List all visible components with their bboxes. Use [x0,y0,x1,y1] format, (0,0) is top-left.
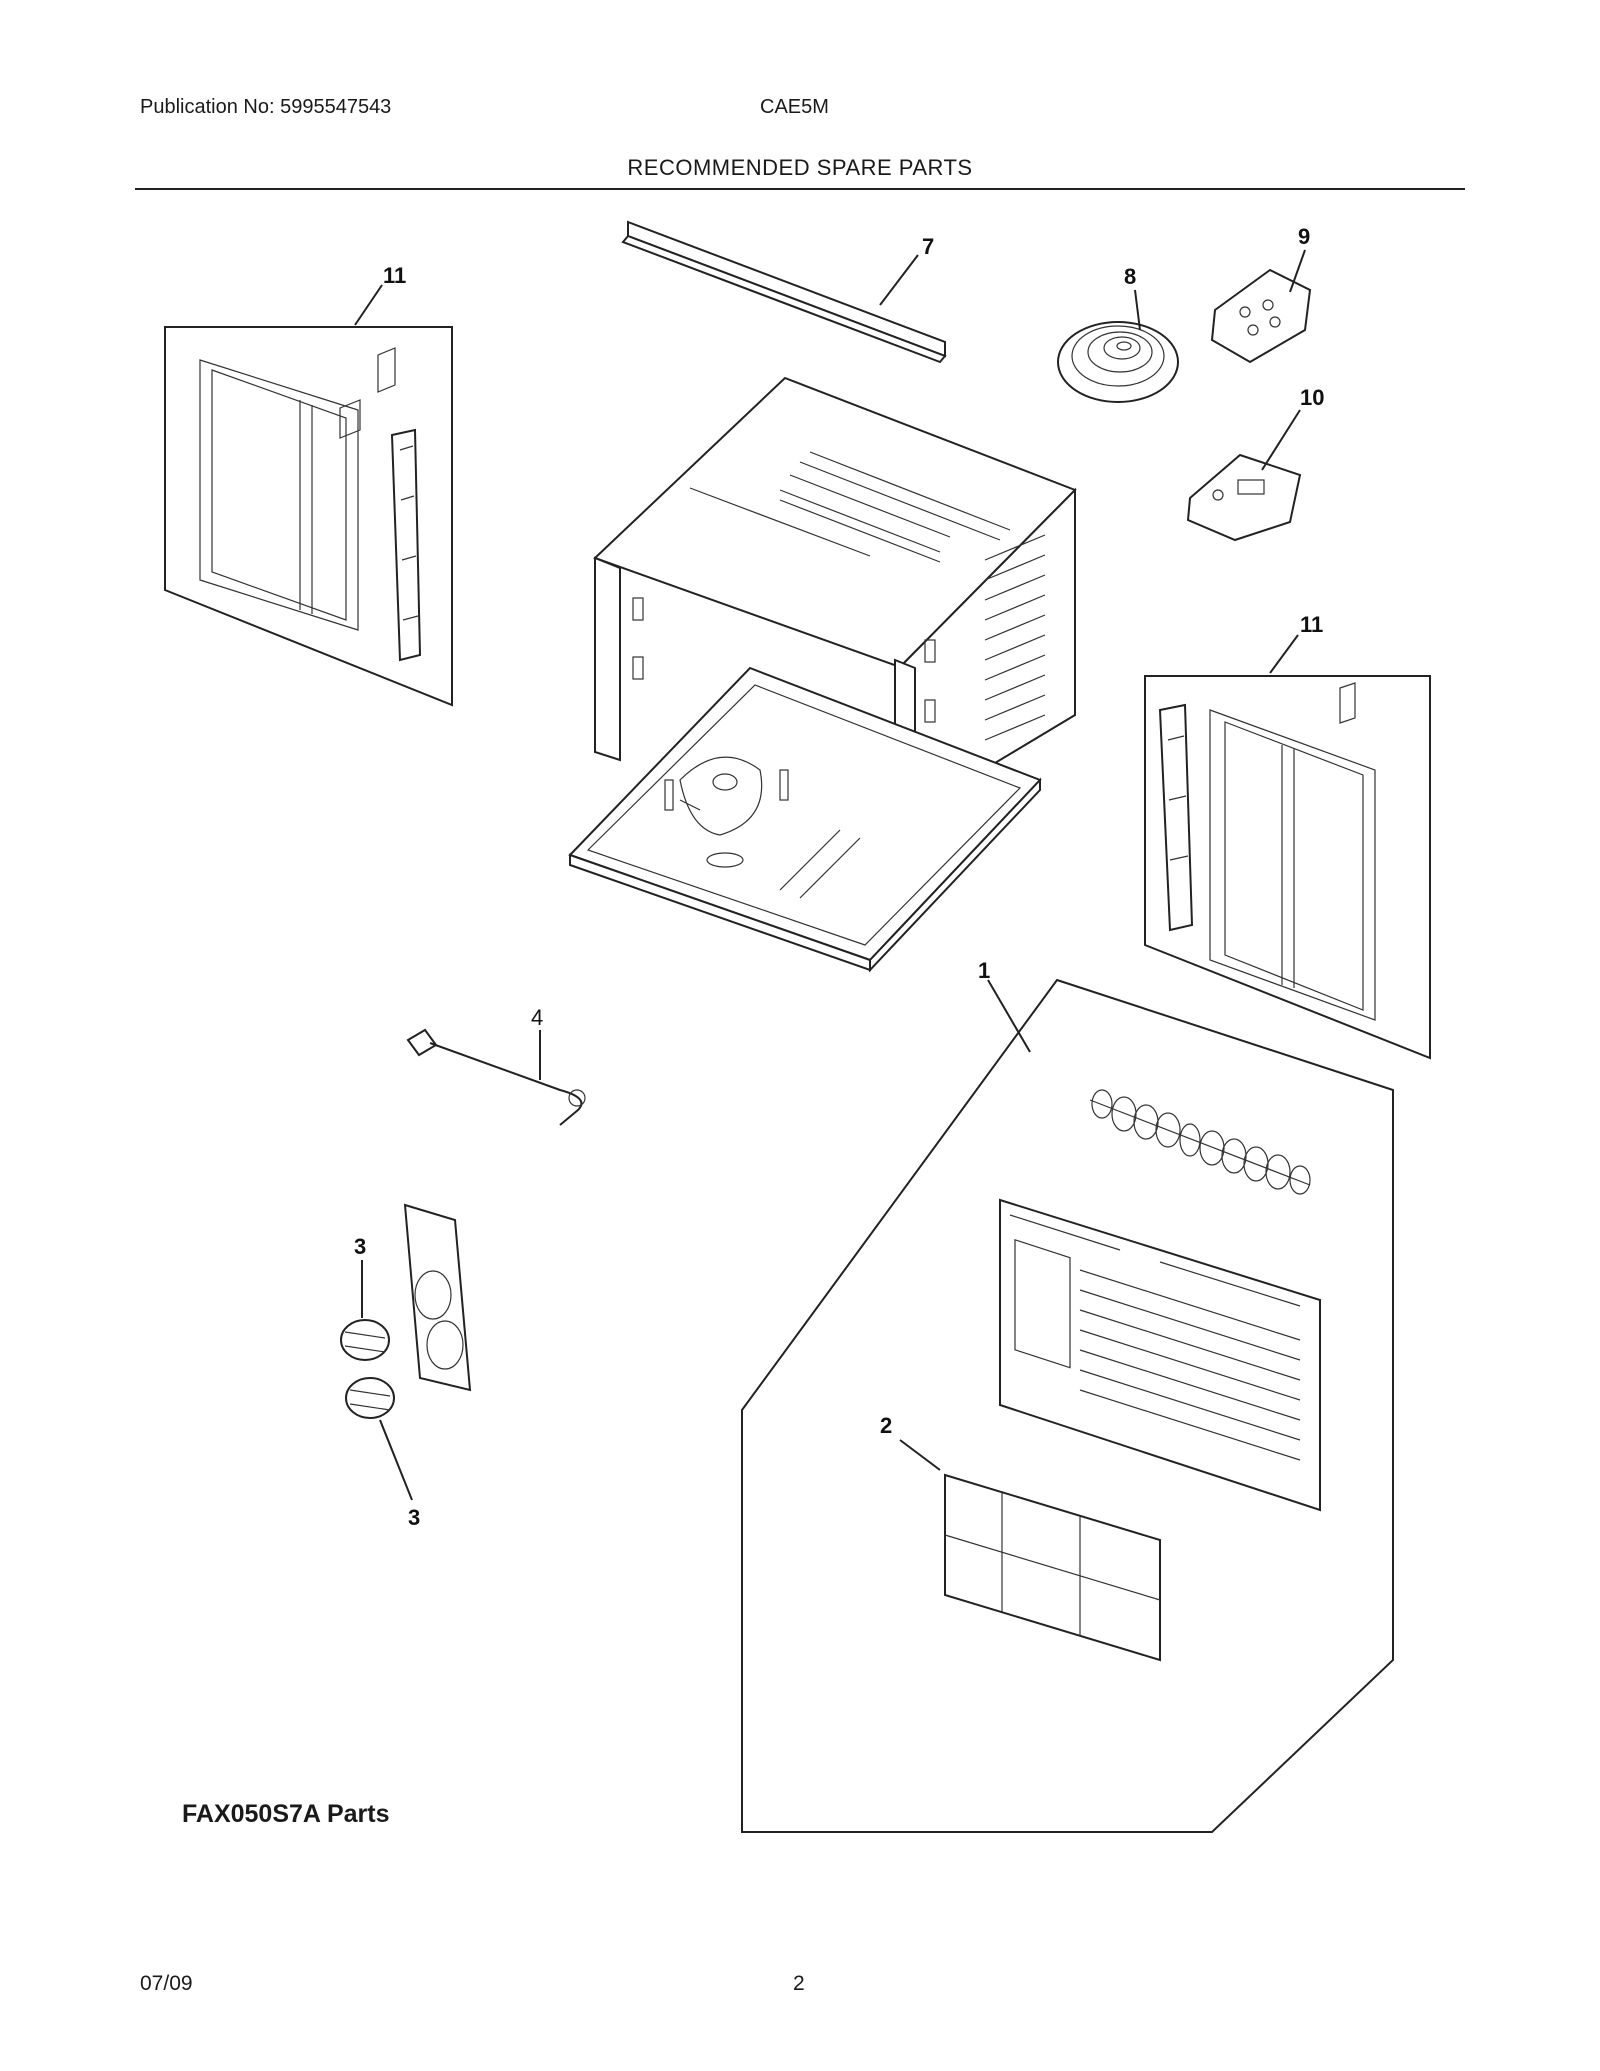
knob-lower[interactable] [345,1377,395,1419]
control-panel-bezel [403,1203,472,1392]
leader-3b [379,1419,413,1501]
publication-number: Publication No: 5995547543 [140,96,392,118]
front-grille-kit[interactable] [741,978,1394,1833]
base-pan [568,666,1042,973]
kit-label: FAX050S7A Parts [182,1800,390,1828]
callout-8: 8 [1124,264,1136,289]
knob-upper[interactable] [340,1319,390,1361]
callout-10: 10 [1300,385,1324,410]
callout-2: 2 [880,1413,892,1438]
cabinet-housing [593,376,1077,872]
leader-11b [1269,634,1299,674]
footer-date: 07/09 [140,1972,193,1995]
rail-part[interactable] [621,220,947,364]
header-divider [135,188,1465,190]
page-title: RECOMMENDED SPARE PARTS [627,155,973,180]
window-kit-left[interactable] [164,326,453,707]
power-cord-part[interactable] [406,1028,586,1126]
callout-11a: 11 [383,263,406,288]
page-number: 2 [793,1972,805,1995]
callout-3a: 3 [354,1234,366,1259]
callout-3b: 3 [408,1505,420,1530]
callout-11b: 11 [1300,612,1323,637]
leader-1 [987,979,1031,1053]
callout-4: 4 [531,1005,543,1030]
leader-2 [899,1439,941,1471]
leader-7 [879,254,919,306]
leader-11a [354,284,383,326]
window-kit-right[interactable] [1144,675,1431,1060]
leader-10 [1261,409,1301,471]
hardware-bag-part[interactable] [1186,453,1302,542]
callout-9: 9 [1298,224,1310,249]
air-filter-part[interactable] [944,1473,1161,1662]
model-number: CAE5M [760,96,829,118]
screw-bag-part[interactable] [1210,268,1312,364]
foam-coil-part[interactable] [1057,321,1179,403]
callout-7: 7 [922,234,934,259]
callout-1: 1 [978,958,990,983]
leader-8 [1134,289,1141,331]
leader-9 [1289,249,1306,293]
